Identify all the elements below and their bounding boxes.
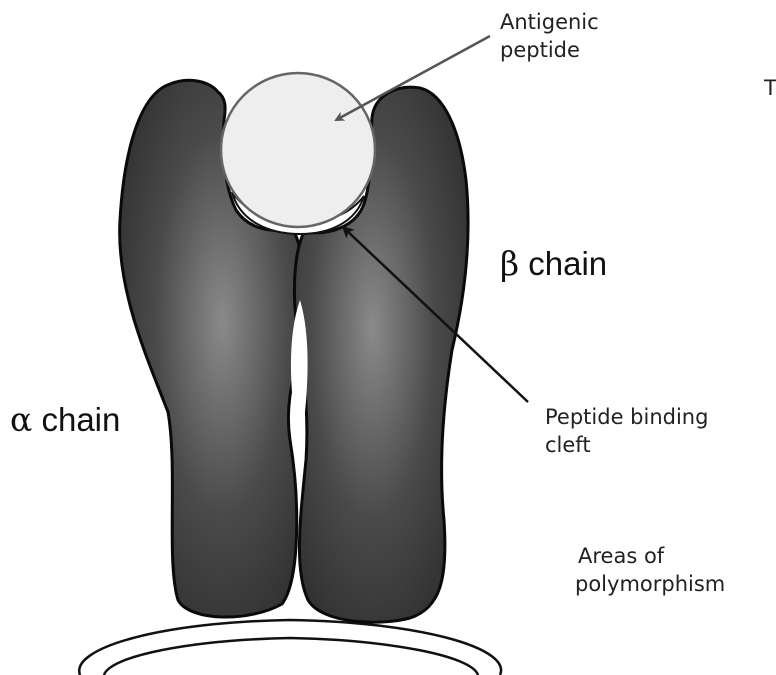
cell-membrane: [79, 620, 501, 675]
beta-symbol: β: [500, 244, 519, 283]
alpha-word: chain: [41, 401, 120, 438]
beta-word: chain: [528, 245, 607, 282]
alpha-chain-label: α chain: [10, 400, 120, 439]
antigenic-peptide-circle: [221, 73, 375, 227]
peptide-binding-cleft-label: Peptide binding cleft: [545, 403, 708, 459]
areas-of-polymorphism-label: Areas of polymorphism: [578, 542, 725, 598]
alpha-symbol: α: [10, 400, 32, 439]
beta-chain-label: β chain: [500, 244, 607, 283]
antigenic-peptide-label: Antigenic peptide: [500, 8, 599, 64]
partial-letter: T: [764, 74, 776, 102]
